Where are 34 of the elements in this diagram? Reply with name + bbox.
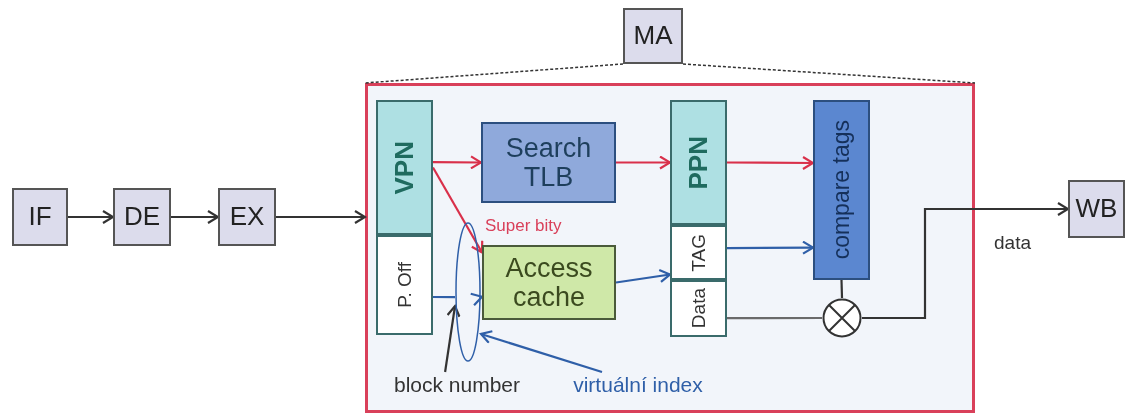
arrow	[727, 240, 815, 255]
dashed-line	[364, 63, 624, 84]
stage-box: DE	[113, 188, 171, 246]
cache-line-field: Data	[670, 280, 727, 337]
stage-box: WB	[1068, 180, 1125, 238]
ellipse-outline	[455, 222, 481, 362]
arrow	[276, 209, 367, 225]
address-field: VPN	[376, 100, 433, 235]
arrow	[171, 209, 220, 225]
stage-box: EX	[218, 188, 276, 246]
stage-box: MA	[623, 8, 683, 64]
arrow	[444, 304, 461, 373]
arrow	[68, 209, 115, 225]
arrow	[616, 155, 672, 170]
arrow	[432, 166, 484, 254]
process-box: Access cache	[482, 245, 616, 320]
arrow	[862, 201, 1070, 320]
process-box: Search TLB	[481, 122, 616, 203]
cache-line-field: TAG	[670, 225, 727, 280]
multiplier-symbol	[822, 298, 862, 338]
arrow	[433, 155, 483, 170]
arrow	[469, 292, 484, 307]
annotation-text: block number	[372, 372, 542, 398]
cache-line-field: PPN	[670, 100, 727, 225]
arrow	[615, 268, 672, 284]
process-box: compare tags	[813, 100, 870, 280]
annotation-text: Super bity	[485, 216, 562, 236]
dashed-line	[682, 63, 976, 84]
annotation-text: virtuální index	[548, 372, 728, 398]
memory-access-panel	[365, 83, 975, 413]
stage-box: IF	[12, 188, 68, 246]
arrow	[727, 155, 815, 171]
arrow	[479, 330, 603, 374]
address-field: P. Off	[376, 235, 433, 335]
